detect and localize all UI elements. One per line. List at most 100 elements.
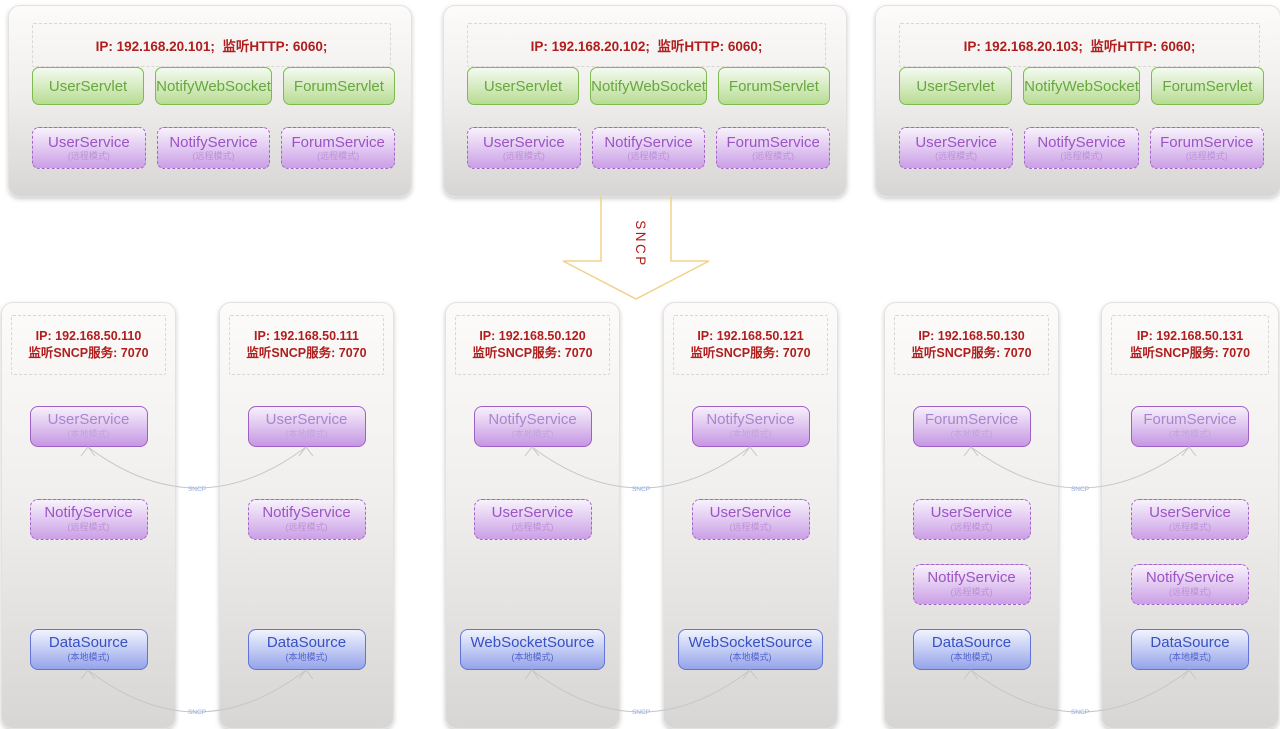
sncp-server-node-120: IP: 192.168.50.120 监听SNCP服务: 7070 Notify… xyxy=(445,302,620,729)
service-box: UserService (远程模式) xyxy=(912,499,1031,540)
service-mode: (远程模式) xyxy=(192,151,235,161)
ip-text: IP: 192.168.50.111 xyxy=(254,329,359,343)
service-name: NotifyService xyxy=(927,569,1016,586)
servlet-box: ForumServlet xyxy=(717,67,830,105)
service-box: UserService (远程模式) xyxy=(1131,499,1249,540)
service-mode: (远程模式) xyxy=(67,151,110,161)
service-name: UserService xyxy=(930,504,1013,521)
sncp-down-arrow xyxy=(562,196,710,300)
ip-banner: IP: 192.168.50.130 监听SNCP服务: 7070 xyxy=(894,315,1049,375)
listen-text: 监听SNCP服务: 7070 xyxy=(28,346,149,360)
service-name: UserService xyxy=(47,411,130,428)
servlet-label: ForumServlet xyxy=(728,77,819,95)
service-box: ForumService (远程模式) xyxy=(716,127,831,169)
ip-text: IP: 192.168.50.120 xyxy=(479,329,586,343)
service-name: UserService xyxy=(915,134,997,151)
service-name: NotifyService xyxy=(604,134,693,151)
service-mode: (本地模式) xyxy=(1169,652,1211,662)
listen-text: 监听SNCP服务: 7070 xyxy=(472,346,593,360)
sncp-server-node-121: IP: 192.168.50.121 监听SNCP服务: 7070 Notify… xyxy=(663,302,838,729)
servlet-box: ForumServlet xyxy=(282,67,395,105)
service-mode: (本地模式) xyxy=(67,429,110,439)
datasource-box: DataSource (本地模式) xyxy=(912,629,1031,670)
service-mode: (本地模式) xyxy=(285,652,328,662)
servlet-label: ForumServlet xyxy=(1162,77,1253,95)
service-mode: (远程模式) xyxy=(502,151,545,161)
ip-text: IP: 192.168.50.121 xyxy=(697,329,804,343)
service-mode: (本地模式) xyxy=(950,429,993,439)
datasource-box: DataSource (本地模式) xyxy=(1131,629,1249,670)
ip-banner: IP: 192.168.20.102; 监听HTTP: 6060; xyxy=(467,23,826,67)
service-name: ForumService xyxy=(291,134,385,151)
servlet-box: ForumServlet xyxy=(1150,67,1264,105)
service-mode: (远程模式) xyxy=(511,522,554,532)
service-name: NotifyService xyxy=(1145,569,1235,586)
service-mode: (远程模式) xyxy=(950,522,993,532)
ip-text: IP: 192.168.20.102; 监听HTTP: 6060; xyxy=(530,39,763,54)
servlet-label: UserServlet xyxy=(483,77,563,95)
ip-banner: IP: 192.168.50.131 监听SNCP服务: 7070 xyxy=(1111,315,1269,375)
service-name: NotifyService xyxy=(169,134,258,151)
service-mode: (本地模式) xyxy=(729,429,772,439)
service-box: NotifyService (远程模式) xyxy=(247,499,366,540)
listen-text: 监听SNCP服务: 7070 xyxy=(911,346,1032,360)
service-box: NotifyService (远程模式) xyxy=(156,127,271,169)
service-name: UserService xyxy=(1149,504,1231,521)
service-name: NotifyService xyxy=(706,411,795,428)
service-name: UserService xyxy=(491,504,574,521)
service-box: UserService (远程模式) xyxy=(467,127,581,169)
ip-text: IP: 192.168.20.101; 监听HTTP: 6060; xyxy=(95,39,328,54)
service-name: ForumService xyxy=(924,411,1019,428)
servlet-row: UserServlet NotifyWebSocket ForumServlet xyxy=(467,67,830,105)
service-name: UserService xyxy=(482,134,565,151)
servlet-box: UserServlet xyxy=(32,67,145,105)
ip-banner: IP: 192.168.20.101; 监听HTTP: 6060; xyxy=(32,23,391,67)
websocketsource-box: WebSocketSource (本地模式) xyxy=(677,629,824,670)
service-mode: (远程模式) xyxy=(752,151,795,161)
service-name: NotifyService xyxy=(488,411,577,428)
service-mode: (远程模式) xyxy=(950,587,993,597)
service-mode: (远程模式) xyxy=(1185,151,1228,161)
service-box: UserService (远程模式) xyxy=(899,127,1014,169)
service-box: ForumService (本地模式) xyxy=(1131,406,1249,447)
service-box: UserService (远程模式) xyxy=(32,127,146,169)
service-mode: (本地模式) xyxy=(67,652,110,662)
service-mode: (本地模式) xyxy=(729,652,772,662)
web-server-node-103: IP: 192.168.20.103; 监听HTTP: 6060; UserSe… xyxy=(875,5,1280,197)
websocketsource-box: WebSocketSource (本地模式) xyxy=(459,629,606,670)
service-name: ForumService xyxy=(726,134,820,151)
ip-banner: IP: 192.168.20.103; 监听HTTP: 6060; xyxy=(899,23,1260,67)
sncp-server-node-110: IP: 192.168.50.110 监听SNCP服务: 7070 UserSe… xyxy=(1,302,176,729)
listen-text: 监听SNCP服务: 7070 xyxy=(246,346,367,360)
link-label: SNCP xyxy=(632,709,650,716)
service-mode: (本地模式) xyxy=(285,429,328,439)
servlet-row: UserServlet NotifyWebSocket ForumServlet xyxy=(32,67,395,105)
service-name: NotifyService xyxy=(44,504,133,521)
servlet-box: UserServlet xyxy=(899,67,1013,105)
servlet-label: ForumServlet xyxy=(293,77,384,95)
link-label: SNCP xyxy=(1071,709,1089,716)
service-name: DataSource xyxy=(1150,634,1230,651)
service-mode: (远程模式) xyxy=(1060,151,1103,161)
service-box: NotifyService (本地模式) xyxy=(473,406,592,447)
service-box: NotifyService (远程模式) xyxy=(591,127,706,169)
service-box: NotifyService (远程模式) xyxy=(1024,127,1139,169)
service-name: WebSocketSource xyxy=(688,634,813,651)
datasource-box: DataSource (本地模式) xyxy=(247,629,366,670)
sncp-server-node-111: IP: 192.168.50.111 监听SNCP服务: 7070 UserSe… xyxy=(219,302,394,729)
service-box: UserService (本地模式) xyxy=(247,406,366,447)
service-box: NotifyService (远程模式) xyxy=(29,499,148,540)
listen-text: 监听SNCP服务: 7070 xyxy=(690,346,811,360)
servlet-box: NotifyWebSocket xyxy=(1023,67,1140,105)
ip-banner: IP: 192.168.50.111 监听SNCP服务: 7070 xyxy=(229,315,384,375)
service-mode: (远程模式) xyxy=(1169,587,1211,597)
servlet-box: UserServlet xyxy=(467,67,580,105)
service-mode: (远程模式) xyxy=(627,151,670,161)
servlet-label: UserServlet xyxy=(48,77,128,95)
service-box: NotifyService (远程模式) xyxy=(912,564,1031,605)
service-mode: (本地模式) xyxy=(950,652,993,662)
link-label: SNCP xyxy=(188,486,206,493)
service-name: UserService xyxy=(47,134,130,151)
ip-banner: IP: 192.168.50.110 监听SNCP服务: 7070 xyxy=(11,315,166,375)
service-mode: (远程模式) xyxy=(1169,522,1211,532)
